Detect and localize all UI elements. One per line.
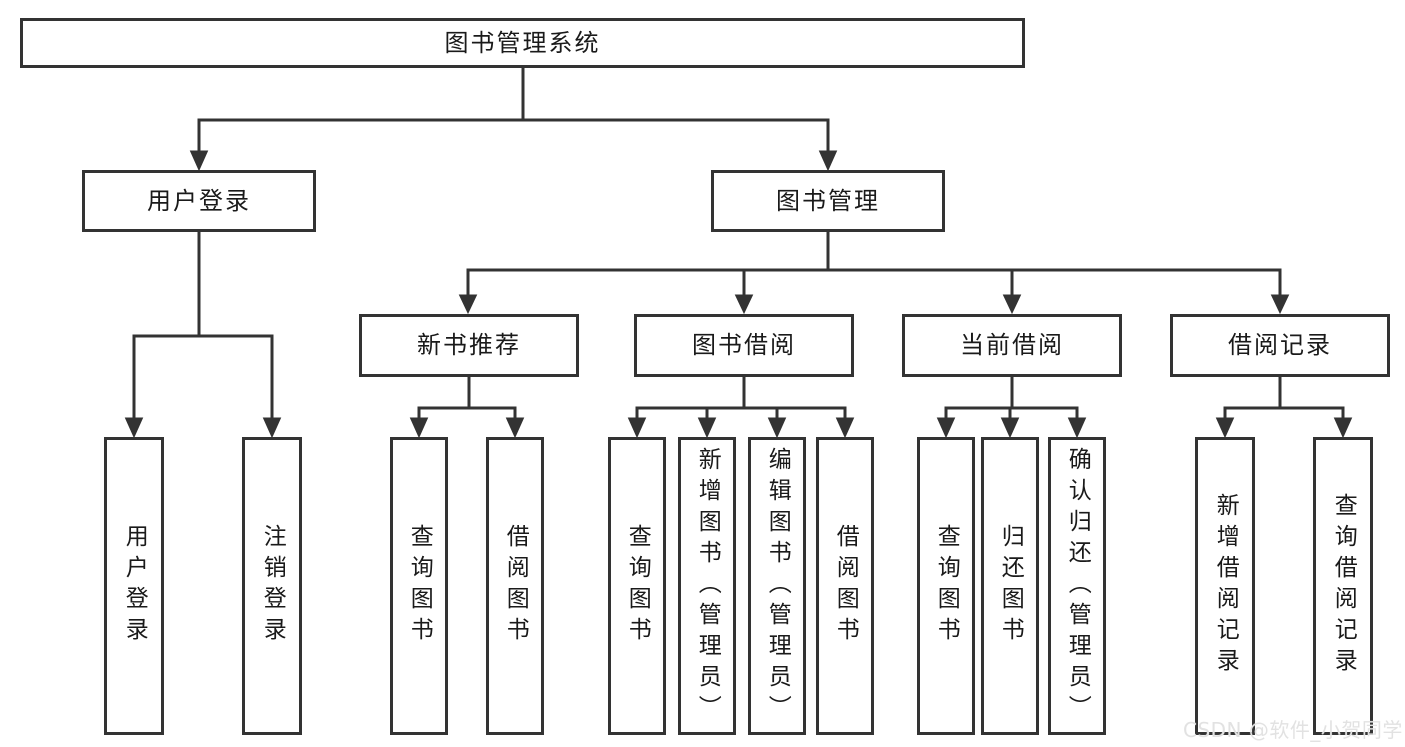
leaf-add-borrow-record: 新增借阅记录 [1195,437,1255,735]
arrow-down-icon [262,417,282,439]
arrow-down-icon [835,417,855,439]
node-label: 图书管理 [776,186,880,215]
leaf-label: 编辑图书（管理员） [764,446,791,726]
leaf-query-books-borrowing: 查询图书 [608,437,666,735]
leaf-label: 确认归还（管理员） [1064,446,1091,726]
watermark-text: CSDN @软件_小贺同学 [1183,718,1403,742]
arrow-down-icon [697,417,717,439]
arrow-down-icon [818,150,838,172]
node-label: 当前借阅 [960,331,1064,360]
arrow-down-icon [124,417,144,439]
leaf-query-books-current: 查询图书 [917,437,975,735]
arrow-down-icon [189,150,209,172]
leaf-label: 查询图书 [406,524,433,648]
node-label: 用户登录 [147,186,251,215]
arrow-down-icon [505,417,525,439]
leaf-label: 注销登录 [259,524,286,648]
leaf-logout: 注销登录 [242,437,302,735]
leaf-confirm-return-admin: 确认归还（管理员） [1048,437,1106,735]
leaf-label: 新增图书（管理员） [694,446,721,726]
leaf-label: 查询图书 [624,524,651,648]
leaf-label: 借阅图书 [832,524,859,648]
arrow-down-icon [627,417,647,439]
node-label: 新书推荐 [417,331,521,360]
leaf-edit-book-admin: 编辑图书（管理员） [748,437,806,735]
leaf-label: 新增借阅记录 [1212,493,1239,679]
leaf-label: 借阅图书 [502,524,529,648]
leaf-borrow-books-borrowing: 借阅图书 [816,437,874,735]
arrow-down-icon [1067,417,1087,439]
node-book-management-system: 图书管理系统 [20,18,1025,68]
leaf-query-books-recommend: 查询图书 [390,437,448,735]
node-label: 图书借阅 [692,331,796,360]
node-new-book-recommend: 新书推荐 [359,314,579,377]
arrow-down-icon [1270,294,1290,315]
arrow-down-icon [767,417,787,439]
arrow-down-icon [1002,294,1022,315]
node-label: 图书管理系统 [444,28,601,57]
connector-group [124,68,1353,439]
node-borrow-records: 借阅记录 [1170,314,1390,377]
arrow-down-icon [734,294,754,315]
arrow-down-icon [936,417,956,439]
leaf-user-login: 用户登录 [104,437,164,735]
leaf-label: 用户登录 [121,524,148,648]
arrow-down-icon [1000,417,1020,439]
leaf-label: 归还图书 [997,524,1024,648]
leaf-borrow-books-recommend: 借阅图书 [486,437,544,735]
leaf-label: 查询图书 [933,524,960,648]
arrow-down-icon [409,417,429,439]
leaf-query-borrow-record: 查询借阅记录 [1313,437,1373,735]
node-label: 借阅记录 [1228,331,1332,360]
node-book-borrowing: 图书借阅 [634,314,854,377]
arrow-down-icon [458,294,478,315]
node-user-login: 用户登录 [82,170,316,232]
node-book-management: 图书管理 [711,170,945,232]
leaf-return-book: 归还图书 [981,437,1039,735]
arrow-down-icon [1333,417,1353,439]
leaf-label: 查询借阅记录 [1330,493,1357,679]
node-current-borrowing: 当前借阅 [902,314,1122,377]
arrow-down-icon [1215,417,1235,439]
leaf-add-book-admin: 新增图书（管理员） [678,437,736,735]
